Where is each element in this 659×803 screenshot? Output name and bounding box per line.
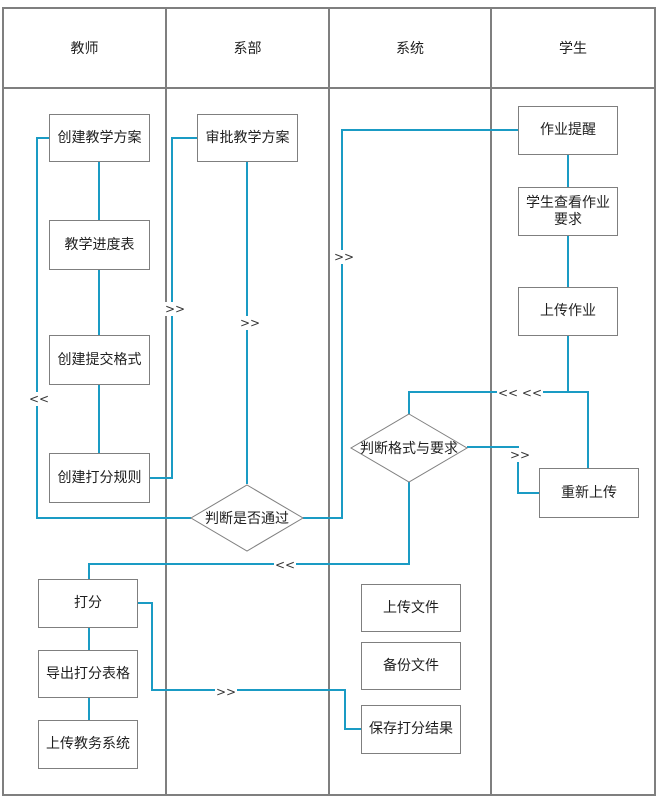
decision-check-pass: 判断是否通过: [205, 511, 289, 527]
box-upload-homework: 上传作业: [518, 287, 618, 336]
tag-rules-to-approve: >>: [164, 302, 187, 316]
box-create-format: 创建提交格式: [49, 335, 150, 385]
tag-score-to-save: >>: [215, 685, 238, 699]
connector-decision-back-to-plan: [36, 137, 191, 519]
lane-title-department: 系部: [233, 41, 262, 57]
box-score: 打分: [38, 579, 138, 628]
tag-check-to-score: <<: [274, 558, 297, 572]
tag-approve-down: >>: [239, 316, 262, 330]
swimlane-frame: [2, 7, 656, 796]
connector-score-to-save: [138, 602, 361, 730]
tag-to-remind: >>: [333, 250, 356, 264]
tag-check-to-reupload: >>: [509, 448, 532, 462]
connector-check-to-score: [88, 482, 410, 579]
box-homework-remind: 作业提醒: [518, 106, 618, 155]
box-create-rules: 创建打分规则: [49, 453, 150, 503]
box-create-plan: 创建教学方案: [49, 114, 150, 162]
lane-title-student: 学生: [559, 41, 587, 57]
connector-check-to-reupload: [467, 446, 539, 494]
tag-back-to-plan: <<: [28, 392, 51, 406]
box-save-result: 保存打分结果: [361, 705, 461, 754]
lane-title-system: 系统: [396, 41, 424, 57]
box-export-table: 导出打分表格: [38, 650, 138, 698]
box-upload-file: 上传文件: [361, 584, 461, 632]
decision-check-format-shape: [350, 413, 468, 483]
decision-check-pass-shape: [190, 484, 304, 552]
box-reupload: 重新上传: [539, 468, 639, 518]
box-progress-table: 教学进度表: [49, 220, 150, 270]
connector-decision-to-remind: [303, 129, 518, 519]
box-upload-academic: 上传教务系统: [38, 720, 138, 769]
lane-title-teacher: 教师: [70, 41, 99, 57]
connector-upload-to-check: [408, 336, 569, 414]
connector-reupload-up: [568, 391, 589, 468]
box-view-requirements: 学生查看作业要求: [518, 187, 618, 236]
decision-check-format: 判断格式与要求: [360, 441, 458, 457]
box-backup-file: 备份文件: [361, 642, 461, 690]
tag-upload-to-check: << <<: [497, 386, 544, 400]
box-approve-plan: 审批教学方案: [197, 114, 298, 162]
